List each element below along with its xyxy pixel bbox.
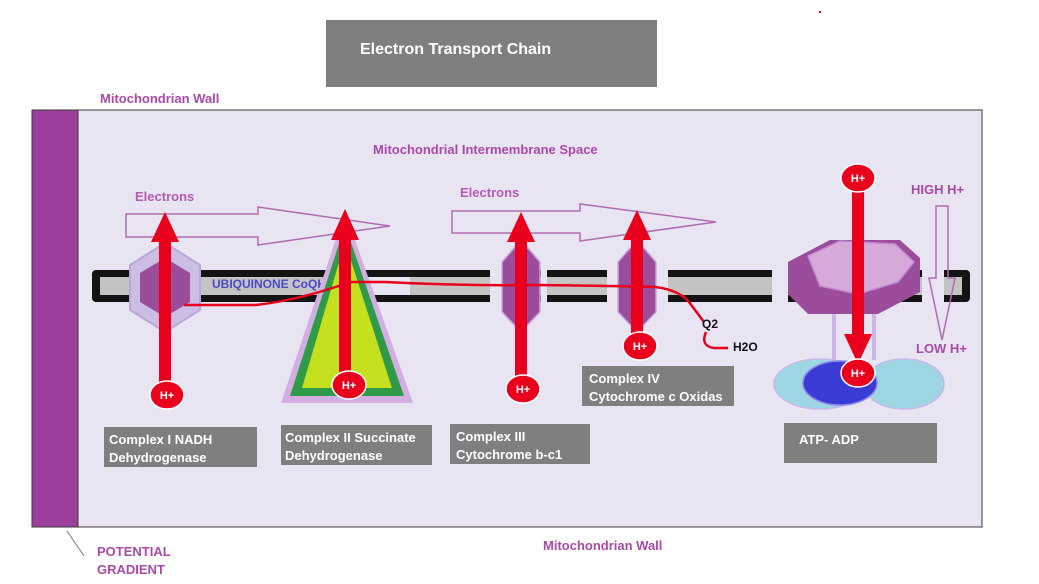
svg-text:H+: H+: [160, 390, 174, 402]
atp-adp-label-box: ATP- ADP: [784, 423, 937, 463]
svg-text:H+: H+: [516, 384, 530, 396]
electrons-label-2: Electrons: [460, 185, 519, 200]
complex-iii-label-box: Complex III Cytochrome b-c1: [450, 424, 590, 464]
svg-text:Complex I NADH: Complex I NADH: [109, 432, 212, 447]
proton-complex-iv: H+: [622, 331, 658, 361]
water-label: H2O: [733, 340, 758, 354]
high-proton-label: HIGH H+: [911, 182, 965, 197]
ubiquinone-label: UBIQUINONE CoQH: [212, 277, 326, 291]
low-proton-label: LOW H+: [916, 341, 967, 356]
water-formation-line: [703, 331, 728, 350]
electron-flow-arrow-2: [451, 203, 717, 242]
svg-text:H+: H+: [851, 173, 865, 185]
intermembrane-label: Mitochondrial Intermembrane Space: [373, 142, 598, 157]
electron-flow-arrow-1: [125, 206, 391, 246]
svg-text:Cytochrome b-c1: Cytochrome b-c1: [456, 447, 562, 462]
svg-text:H+: H+: [851, 368, 865, 380]
gradient-label-line2: GRADIENT: [97, 562, 165, 577]
gradient-pointer-line: [66, 530, 85, 557]
proton-complex-iii: H+: [505, 374, 541, 404]
svg-text:H+: H+: [633, 341, 647, 353]
complex-iv-label-box: Complex IV Cytochrome c Oxidas: [582, 366, 734, 406]
wall-bottom-label: Mitochondrian Wall: [543, 538, 662, 553]
svg-text:H+: H+: [342, 380, 356, 392]
electrons-label-1: Electrons: [135, 189, 194, 204]
svg-text:Complex III: Complex III: [456, 429, 525, 444]
proton-complex-ii: H+: [331, 370, 367, 400]
gradient-down-arrow: [928, 205, 956, 341]
proton-arrow-complex-iv: [623, 210, 651, 336]
oxygen-label: Q2: [702, 317, 718, 331]
svg-text:Complex IV: Complex IV: [589, 371, 660, 386]
svg-text:ATP- ADP: ATP- ADP: [799, 432, 859, 447]
svg-text:Complex II Succinate: Complex II Succinate: [285, 430, 416, 445]
atp-synthase: [773, 240, 945, 410]
proton-arrow-complex-i: [151, 212, 179, 382]
proton-atp-top: H+: [840, 163, 876, 193]
mitochondrian-wall-bar: [31, 109, 79, 528]
svg-text:Dehydrogenase: Dehydrogenase: [109, 450, 207, 465]
proton-arrow-complex-ii: [331, 209, 359, 372]
page-title: Electron Transport Chain: [360, 41, 551, 58]
proton-arrow-complex-iii: [507, 212, 535, 377]
svg-text:Cytochrome c Oxidas: Cytochrome c Oxidas: [589, 389, 723, 404]
proton-complex-i: H+: [149, 380, 185, 410]
proton-arrow-atp-synthase: [844, 190, 872, 364]
svg-text:Dehydrogenase: Dehydrogenase: [285, 448, 383, 463]
proton-atp-bottom: H+: [840, 358, 876, 388]
gradient-label-line1: POTENTIAL: [97, 544, 171, 559]
red-dot: [819, 11, 821, 13]
complex-i-label-box: Complex I NADH Dehydrogenase: [104, 427, 257, 467]
title-box: Electron Transport Chain: [326, 20, 657, 87]
wall-top-label: Mitochondrian Wall: [100, 91, 219, 106]
complex-ii-label-box: Complex II Succinate Dehydrogenase: [281, 425, 432, 465]
